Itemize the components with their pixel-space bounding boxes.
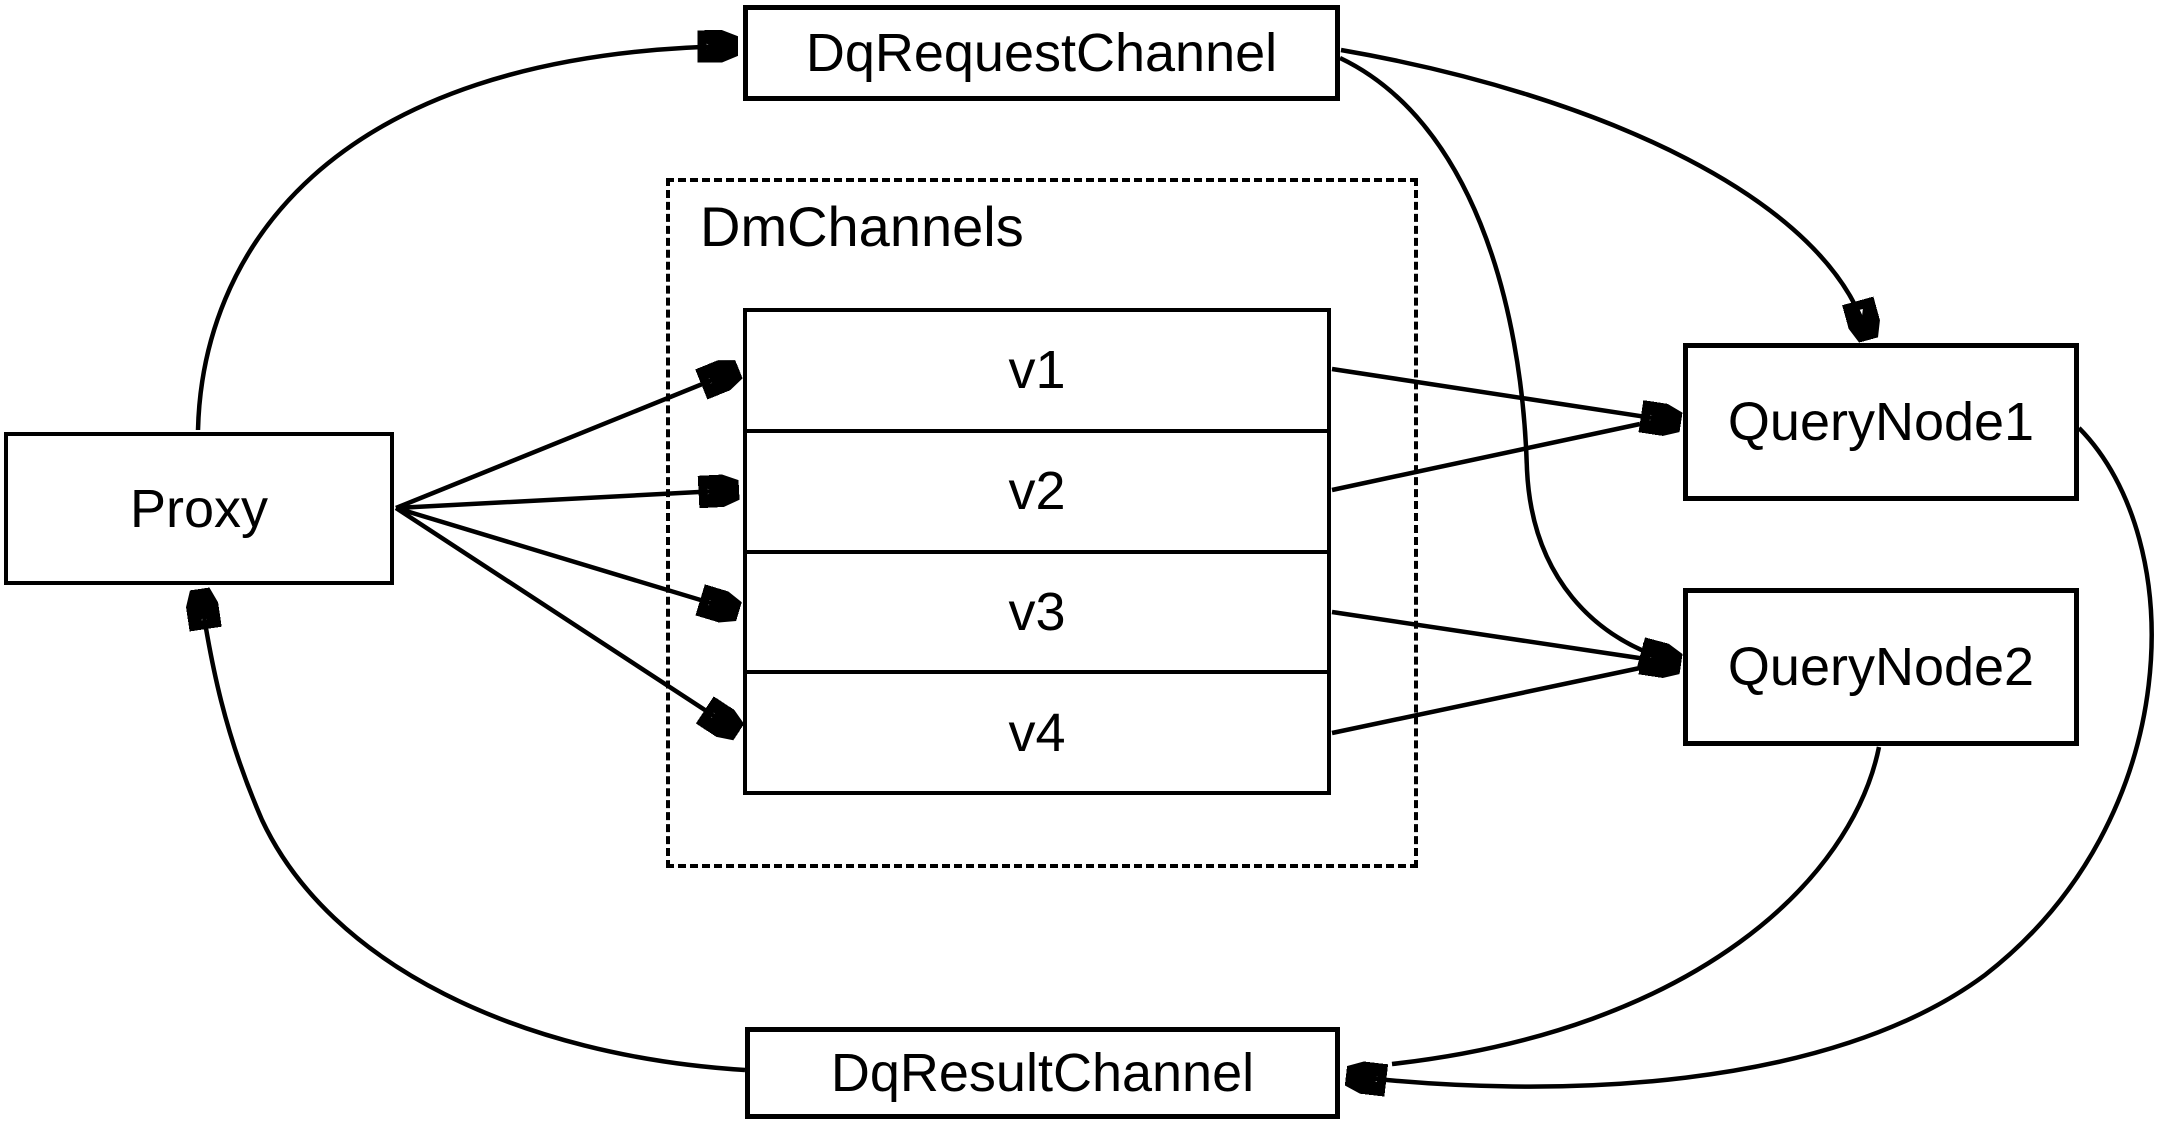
- channel-row-v3: v3: [747, 549, 1327, 671]
- node-query-node-1-label: QueryNode1: [1727, 392, 2035, 452]
- channel-row-label: v2: [1008, 461, 1066, 522]
- dm-channels-group-label: DmChannels: [700, 195, 1024, 258]
- channel-row-label: v3: [1008, 581, 1066, 642]
- node-query-node-2: QueryNode2: [1683, 588, 2079, 746]
- node-proxy-label: Proxy: [129, 478, 269, 539]
- edge-dq-result-channel-to-proxy: [200, 591, 746, 1073]
- node-dq-result-channel: DqResultChannel: [745, 1027, 1340, 1119]
- dm-channel-table: v1 v2 v3 v4: [743, 308, 1331, 795]
- node-query-node-2-label: QueryNode2: [1727, 637, 2035, 697]
- channel-row-label: v1: [1008, 340, 1066, 401]
- edge-query-node-1-to-dq-result-channel: [1348, 426, 2154, 1087]
- edge-query-node-2-to-dq-result-channel: [1391, 746, 1882, 1067]
- channel-row-v2: v2: [747, 428, 1327, 550]
- edge-proxy-to-dq-request-channel: [195, 46, 736, 431]
- node-dq-request-channel-label: DqRequestChannel: [805, 23, 1278, 83]
- node-dq-result-channel-label: DqResultChannel: [830, 1043, 1255, 1103]
- node-proxy: Proxy: [4, 432, 394, 585]
- channel-row-v4: v4: [747, 670, 1327, 791]
- edge-dq-request-channel-to-query-node-1: [1340, 47, 1868, 338]
- node-query-node-1: QueryNode1: [1683, 343, 2079, 501]
- channel-row-v1: v1: [747, 312, 1327, 429]
- channel-row-label: v4: [1008, 702, 1066, 763]
- node-dq-request-channel: DqRequestChannel: [743, 5, 1340, 101]
